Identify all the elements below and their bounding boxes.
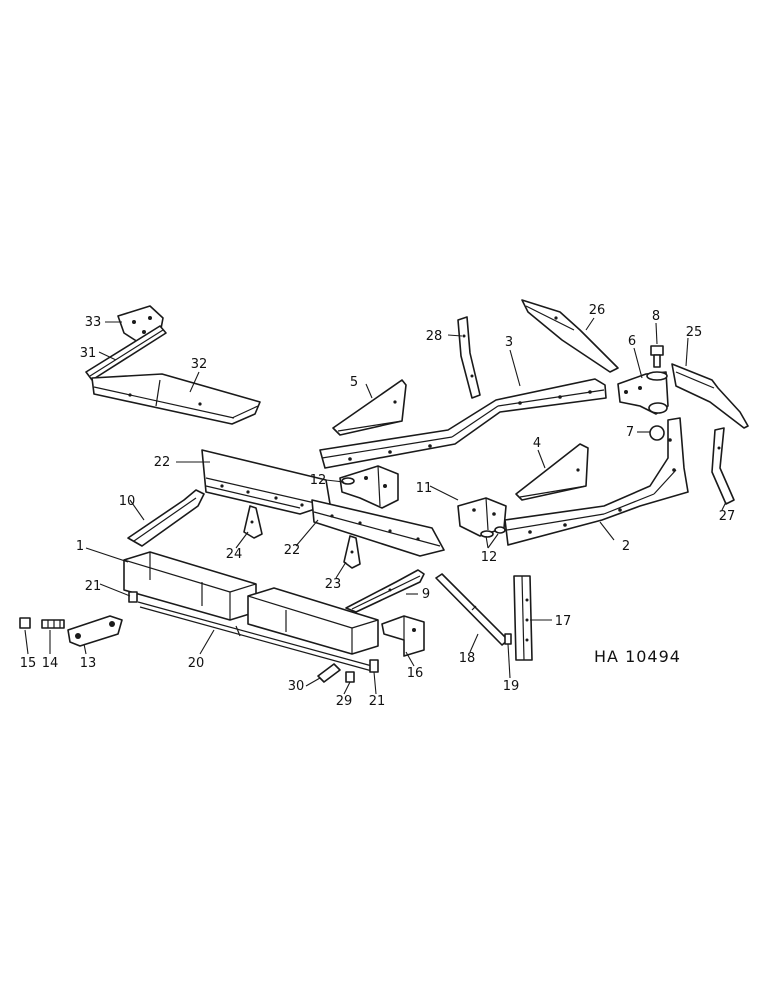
part-2-lower-beam <box>504 417 689 546</box>
part-27-bracket <box>711 427 735 505</box>
callout-7: 7 <box>626 425 634 440</box>
part-13-link <box>67 615 123 647</box>
callout-11: 11 <box>416 481 433 496</box>
callout-19: 19 <box>503 679 520 694</box>
part-30-spacer <box>317 663 341 683</box>
part-23-bracket <box>343 535 361 569</box>
part-12-mount-block <box>339 465 399 509</box>
callout-labels: 33 31 32 5 3 28 26 8 6 25 7 4 2 27 22 12… <box>20 303 736 709</box>
part-17-post <box>513 575 533 661</box>
callout-30: 30 <box>288 679 305 694</box>
part-14-stud <box>41 619 65 629</box>
callout-27: 27 <box>719 509 736 524</box>
callout-21-right: 21 <box>369 694 386 709</box>
callout-22-upper: 22 <box>154 455 171 470</box>
callout-10: 10 <box>119 494 136 509</box>
callout-6: 6 <box>628 334 636 349</box>
part-5-gusset <box>332 379 407 436</box>
callout-2: 2 <box>622 539 630 554</box>
part-31-bar <box>85 325 167 381</box>
part-18-brace <box>435 573 509 646</box>
callout-33: 33 <box>85 315 102 330</box>
callout-5: 5 <box>350 375 358 390</box>
part-7-bushing <box>649 425 665 441</box>
callout-3: 3 <box>505 335 513 350</box>
part-8-bolt <box>650 345 664 368</box>
callout-13: 13 <box>80 656 97 671</box>
callout-32: 32 <box>191 357 208 372</box>
part-9-strap <box>345 569 425 613</box>
drawing-code: HA 10494 <box>594 647 681 666</box>
part-3-main-beam <box>319 378 607 469</box>
callout-17: 17 <box>555 614 572 629</box>
part-6-housing <box>617 371 669 415</box>
callout-9: 9 <box>422 587 430 602</box>
callout-31: 31 <box>80 346 97 361</box>
leader-lines <box>24 317 727 695</box>
callout-18: 18 <box>459 651 476 666</box>
part-20-rod <box>137 601 373 672</box>
callout-28: 28 <box>426 329 443 344</box>
callout-22-lower: 22 <box>284 543 301 558</box>
part-10-strap <box>127 489 205 547</box>
callout-29: 29 <box>336 694 353 709</box>
part-21-clip-right <box>369 659 379 673</box>
part-22-channel-lower <box>311 499 445 557</box>
callout-12-lower: 12 <box>481 550 498 565</box>
part-19-bolt <box>504 633 512 645</box>
callout-14: 14 <box>42 656 59 671</box>
part-4-gusset <box>515 443 589 501</box>
callout-12-upper: 12 <box>310 473 327 488</box>
part-29-bushing <box>345 671 355 683</box>
callout-4: 4 <box>533 436 541 451</box>
callout-15: 15 <box>20 656 37 671</box>
callout-20: 20 <box>188 656 205 671</box>
callout-1: 1 <box>76 539 84 554</box>
part-25-shield <box>671 363 749 429</box>
part-16-u-bracket <box>381 615 425 657</box>
part-1-box-frame <box>123 551 379 655</box>
part-26-plate <box>521 299 619 373</box>
callout-23: 23 <box>325 577 342 592</box>
part-15-nut <box>19 617 31 629</box>
part-11-bracket <box>457 497 507 538</box>
callout-24: 24 <box>226 547 243 562</box>
callout-16: 16 <box>407 666 424 681</box>
part-24-bracket <box>243 505 263 539</box>
part-32-panel <box>91 373 261 425</box>
callout-8: 8 <box>652 309 660 324</box>
part-21-clip-left <box>128 591 138 603</box>
part-28-bracket <box>457 316 481 399</box>
callout-26: 26 <box>589 303 606 318</box>
callout-21-left: 21 <box>85 579 102 594</box>
callout-25: 25 <box>686 325 703 340</box>
